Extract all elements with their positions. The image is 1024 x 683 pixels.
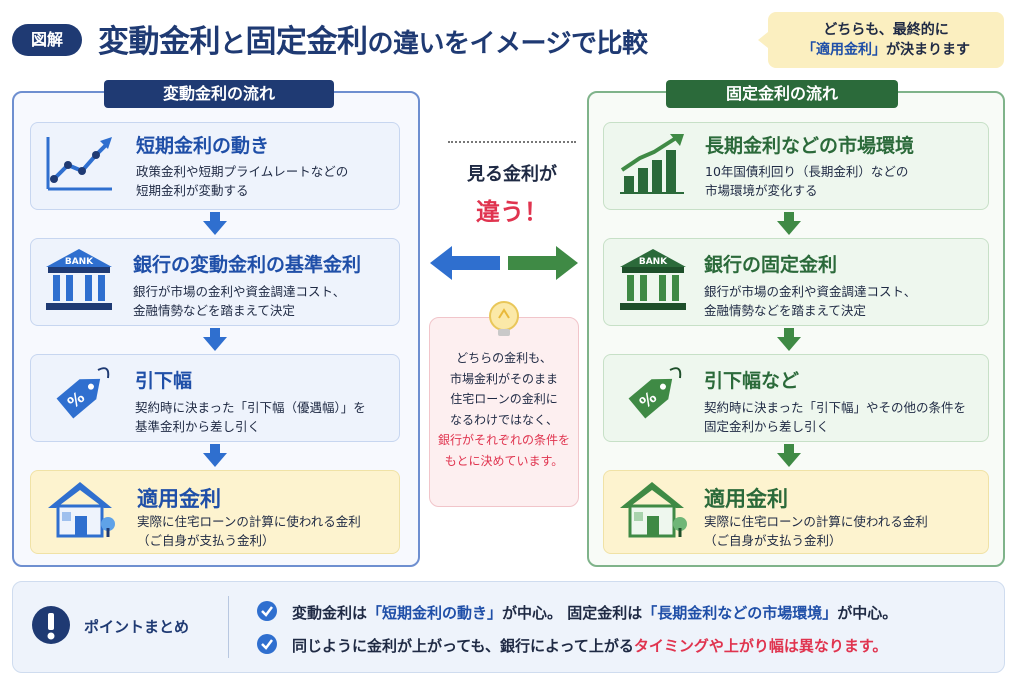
down-arrow-icon: [203, 221, 227, 235]
percent-tag-icon: %: [628, 367, 682, 419]
arrow-stem: [210, 328, 220, 338]
variable-step-short-term: [30, 122, 400, 210]
step-desc: 金融情勢などを踏まえて決定: [133, 303, 295, 318]
step-desc: 固定金利から差し引く: [704, 419, 830, 434]
step-title: 引下幅: [135, 370, 193, 392]
down-arrow-icon: [203, 337, 227, 351]
step-title: 銀行の固定金利: [704, 254, 838, 276]
down-arrow-icon: [203, 453, 227, 467]
fixed-step-market: [603, 122, 989, 210]
step-desc: 10年国債利回り（長期金利）などの: [705, 164, 909, 179]
title-fixed: 固定金利: [245, 24, 369, 60]
title-and: と: [220, 29, 246, 59]
step-desc: 実際に住宅ローンの計算に使われる金利: [704, 514, 928, 529]
summary-point-1: 変動金利は「短期金利の動き」が中心。 固定金利は「長期金利などの市場環境」が中心…: [292, 604, 898, 622]
down-arrow-icon: [777, 221, 801, 235]
arrow-stem: [210, 444, 220, 454]
callout-line: 市場金利がそのまま: [449, 371, 558, 386]
step-desc: 銀行が市場の金利や資金調達コスト、: [704, 284, 917, 299]
line-chart-icon: [46, 137, 112, 191]
step-desc: （ご自身が支払う金利）: [704, 533, 842, 548]
bank-icon-text: BANK: [65, 257, 94, 267]
step-desc: 金融情勢などを踏まえて決定: [704, 303, 866, 318]
summary-divider: [228, 596, 229, 658]
center-callout: どちらの金利も、 市場金利がそのまま 住宅ローンの金利に なるわけではなく、 銀…: [429, 317, 579, 507]
down-arrow-icon: [777, 453, 801, 467]
step-desc: 政策金利や短期プライムレートなどの: [136, 164, 349, 179]
note-line2: 「適用金利」が決まります: [768, 40, 1004, 60]
callout-line: どちらの金利も、: [456, 351, 552, 365]
variable-panel-label: 変動金利の流れ: [104, 80, 334, 108]
arrow-stem: [784, 444, 794, 454]
callout-line: 住宅ローンの金利に: [450, 392, 558, 406]
divider-dots: [448, 141, 576, 143]
step-title: 引下幅など: [704, 370, 800, 392]
house-icon: [48, 482, 115, 538]
bank-icon-text: BANK: [639, 257, 668, 267]
step-title: 適用金利: [704, 487, 788, 511]
bank-icon: BANK: [620, 249, 686, 310]
step-desc: 市場環境が変化する: [705, 183, 818, 198]
summary-point-2: 同じように金利が上がっても、銀行によって上がるタイミングや上がり幅は異なります。: [292, 637, 888, 655]
note-highlight: 「適用金利」: [802, 42, 886, 58]
step-desc: 銀行が市場の金利や資金調達コスト、: [133, 284, 346, 299]
percent-tag-icon: %: [56, 367, 110, 419]
title-rest: の違いをイメージで比較: [367, 29, 648, 59]
down-arrow-icon: [777, 337, 801, 351]
bank-icon: BANK: [46, 249, 112, 310]
variable-step-discount: [30, 354, 400, 442]
header-note: どちらも、最終的に 「適用金利」が決まります: [758, 12, 1004, 68]
check-circle-icon: [257, 601, 277, 621]
fixed-panel-label: 固定金利の流れ: [666, 80, 898, 108]
step-title: 適用金利: [137, 487, 221, 511]
step-desc: 契約時に決まった「引下幅（優遇幅）」を: [135, 400, 366, 415]
step-title: 長期金利などの市場環境: [705, 135, 915, 157]
note-line2-rest: が決まります: [886, 42, 970, 58]
compare-arrows-icon: [430, 246, 578, 280]
center-heading: 見る金利が: [467, 164, 557, 185]
summary-title: ポイントまとめ: [84, 618, 190, 636]
title-variable: 変動金利: [98, 24, 221, 60]
step-desc: （ご自身が支払う金利）: [137, 533, 275, 548]
house-icon: [620, 482, 687, 538]
step-desc: 基準金利から差し引く: [135, 419, 261, 434]
callout-line: なるわけではなく、: [449, 412, 558, 427]
arrow-stem: [784, 328, 794, 338]
step-desc: 実際に住宅ローンの計算に使われる金利: [137, 514, 361, 529]
step-desc: 短期金利が変動する: [136, 183, 249, 198]
lightbulb-icon: [489, 301, 519, 336]
arrow-stem: [784, 212, 794, 222]
fixed-step-bank-rate: [603, 238, 989, 326]
callout-line-emph: もとに決めています。: [444, 453, 564, 468]
note-line1: どちらも、最終的に: [823, 22, 949, 38]
step-title: 短期金利の動き: [136, 135, 270, 157]
exclamation-icon: [32, 606, 70, 644]
center-emphasis: 違う！: [476, 198, 548, 226]
page-title: 変動金利と固定金利の違いをイメージで比較: [98, 16, 648, 60]
summary-panel: [12, 581, 1005, 673]
diagram-badge: 図解: [12, 24, 82, 56]
bar-chart-icon: [620, 134, 684, 194]
callout-line-emph: 銀行がそれぞれの条件を: [437, 433, 570, 447]
step-title: 銀行の変動金利の基準金利: [133, 254, 362, 276]
variable-step-applied-rate: [30, 470, 400, 554]
arrow-stem: [210, 212, 220, 222]
step-desc: 契約時に決まった「引下幅」やその他の条件を: [704, 400, 967, 415]
check-circle-icon: [257, 634, 277, 654]
